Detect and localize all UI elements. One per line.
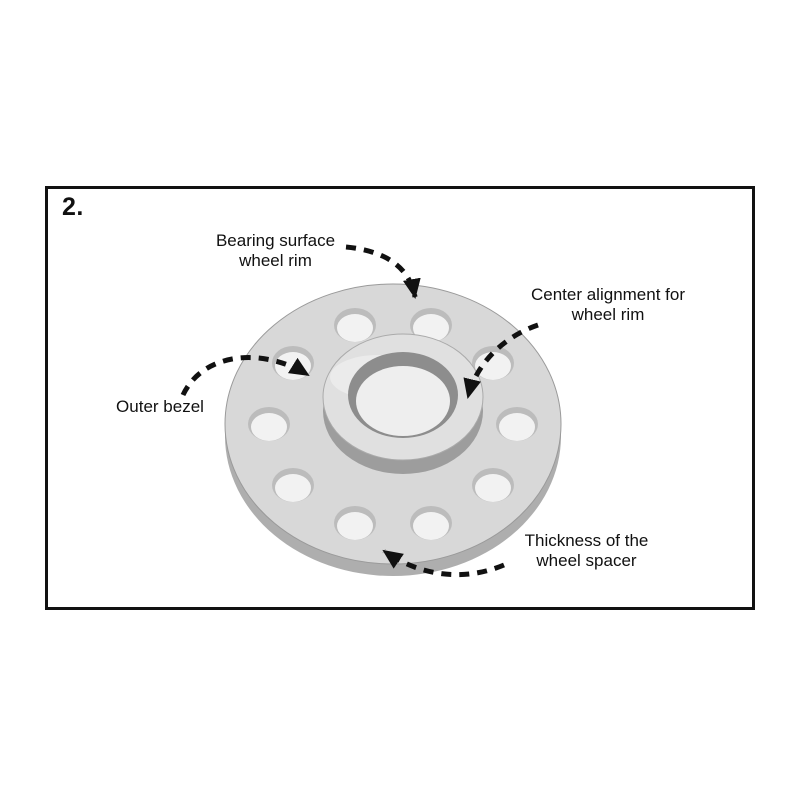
bolt-hole-inner	[337, 512, 373, 540]
bolt-hole-inner	[251, 413, 287, 441]
arrow-thickness	[382, 548, 505, 578]
step-number: 2.	[62, 193, 84, 221]
wheel-spacer-diagram	[180, 244, 562, 578]
figure-frame: 2. Bearing surface wheel rim Center alig…	[45, 186, 755, 610]
arrow-center-alignment	[463, 322, 539, 399]
bore-inner	[356, 366, 450, 436]
label-center-alignment: Center alignment for wheel rim	[530, 285, 686, 324]
bolt-hole-inner	[337, 314, 373, 342]
label-thickness: Thickness of the wheel spacer	[524, 531, 649, 570]
bolt-hole-interiors	[251, 314, 535, 540]
bolt-hole-inner	[275, 352, 311, 380]
annotation-arrows	[180, 244, 539, 578]
bolt-hole-inner	[499, 413, 535, 441]
bolt-hole-inner	[475, 352, 511, 380]
bolt-hole-inner	[475, 474, 511, 502]
bolt-hole-inner	[413, 314, 449, 342]
bolt-hole-inner	[413, 512, 449, 540]
bolt-hole-inner	[275, 474, 311, 502]
wheel-spacer-illustration	[224, 283, 562, 576]
label-bearing-surface: Bearing surface wheel rim	[215, 231, 336, 270]
label-outer-bezel: Outer bezel	[116, 397, 204, 416]
